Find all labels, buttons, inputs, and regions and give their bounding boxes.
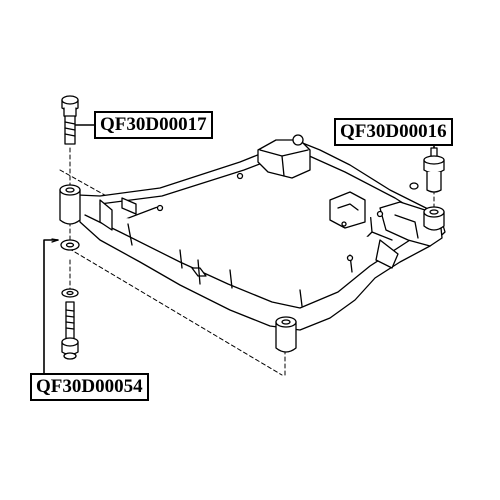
bushing-part xyxy=(423,147,445,193)
part-label-qf30d00054: QF30D00054 xyxy=(30,373,149,401)
bushing-front-left xyxy=(59,184,81,225)
nut-small xyxy=(409,182,419,190)
part-label-qf30d00016: QF30D00016 xyxy=(334,118,453,146)
washer-lower xyxy=(61,288,79,298)
part-label-qf30d00017: QF30D00017 xyxy=(94,111,213,139)
bushing-rear xyxy=(275,316,297,353)
bushing-right-mounted xyxy=(423,206,445,231)
washer xyxy=(60,239,80,251)
bolt-short xyxy=(61,95,79,145)
subframe-body xyxy=(77,134,446,331)
bolt-long xyxy=(61,301,79,360)
